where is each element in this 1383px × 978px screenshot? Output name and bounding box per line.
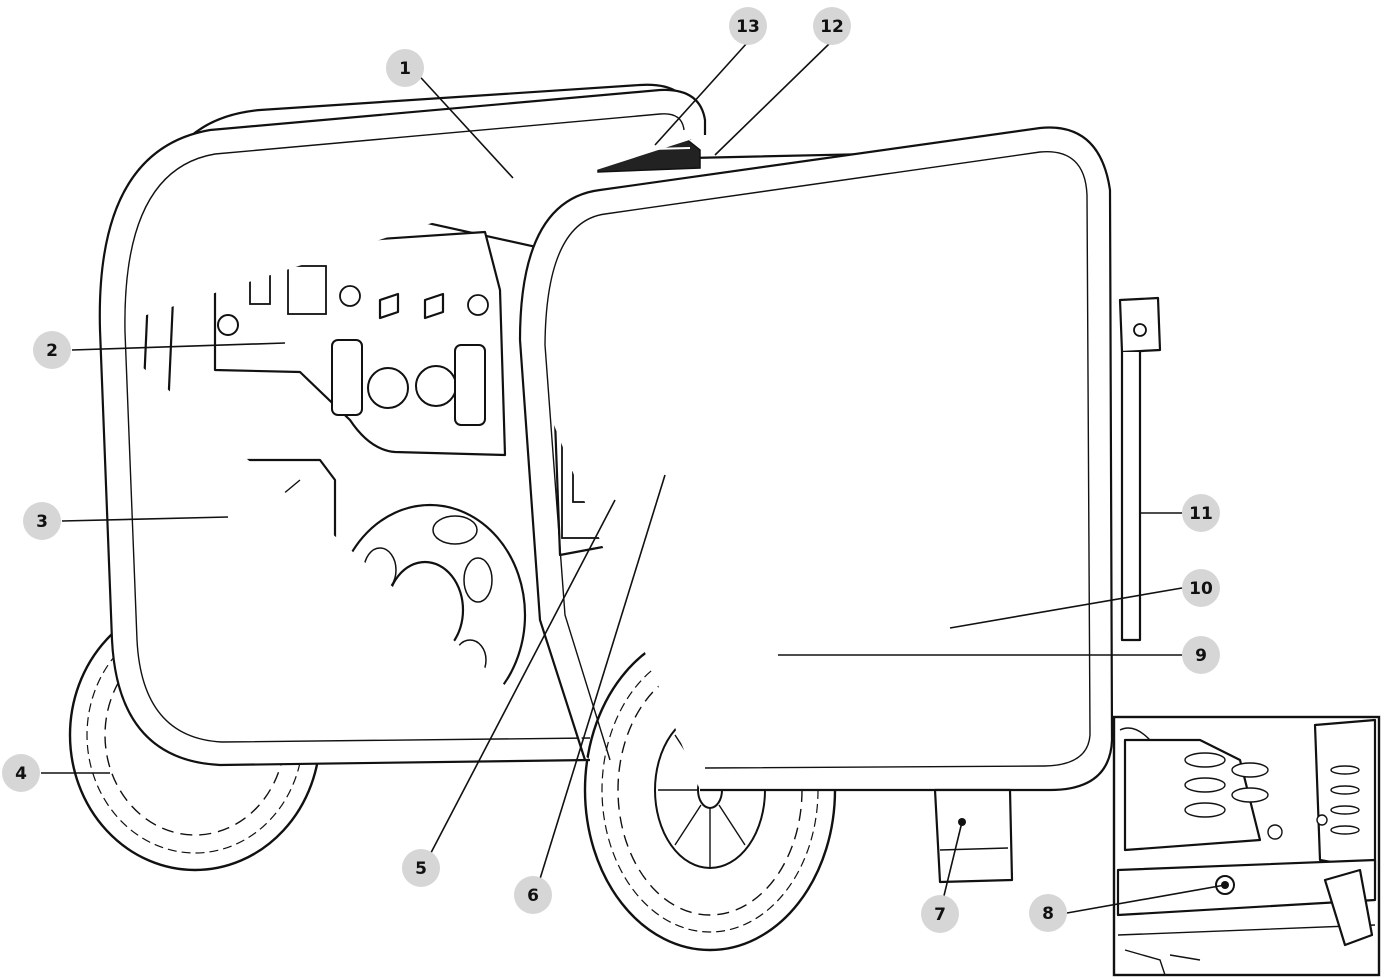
callout-7-label: 7 [934,905,946,925]
callout-3-label: 3 [36,512,48,532]
callout-4-label: 4 [15,764,27,784]
leader-3 [61,516,229,522]
callout-3: 3 [23,502,61,540]
callout-2-label: 2 [46,341,58,361]
callout-6: 6 [514,876,552,914]
callout-9: 9 [1182,636,1220,674]
callout-11: 11 [1182,494,1220,532]
callout-8-label: 8 [1042,904,1054,924]
leader-8 [1066,884,1226,914]
callout-1-label: 1 [399,59,411,79]
leader-1 [411,67,514,179]
callout-4: 4 [2,754,40,792]
callouts: 1 2 3 4 5 6 7 8 [2,7,1220,933]
callout-8: 8 [1029,894,1067,932]
callout-12-label: 12 [820,17,844,37]
callout-5-label: 5 [415,859,427,879]
callout-6-label: 6 [527,886,539,906]
callout-10: 10 [1182,569,1220,607]
frame-bracket [1118,296,1162,642]
leader-6 [534,474,666,896]
callout-9-label: 9 [1195,646,1207,666]
callout-7: 7 [921,895,959,933]
leader-13 [654,42,748,146]
control-panel [213,230,507,457]
callout-12: 12 [813,7,851,45]
leader-2 [71,342,286,351]
callout-2: 2 [33,331,71,369]
callout-13-label: 13 [736,17,760,37]
leader-10 [949,587,1183,629]
leader-5 [421,499,616,871]
callout-1: 1 [386,49,424,87]
callout-10-label: 10 [1189,579,1213,599]
callout-5: 5 [402,849,440,887]
support-leg [933,788,1014,884]
leader-12 [714,42,831,156]
callout-13: 13 [729,7,767,45]
inset-detail [1112,715,1381,977]
callout-11-label: 11 [1189,504,1213,524]
frame-front [98,88,1114,792]
